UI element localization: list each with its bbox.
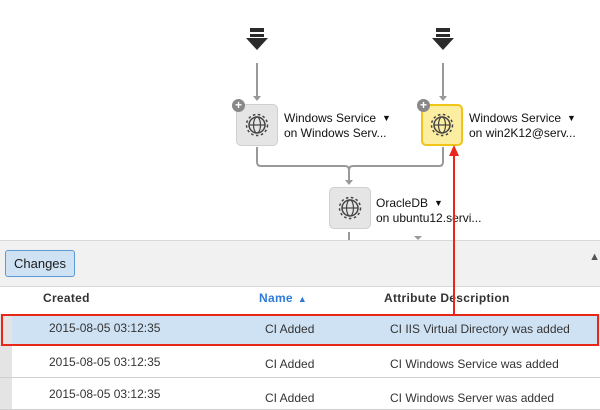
sort-ascending-icon: ▲ — [297, 294, 308, 304]
cell-created: 2015-08-05 03:12:35 — [49, 321, 161, 335]
ci-node-label: OracleDB ▼ on ubuntu12.servi... — [376, 196, 481, 226]
ci-node-title: OracleDB — [376, 196, 429, 210]
dropdown-caret-icon[interactable]: ▼ — [382, 113, 391, 123]
table-row[interactable]: 2015-08-05 03:12:35 CI Added CI Windows … — [0, 346, 600, 378]
column-header-name-label: Name — [259, 291, 293, 305]
dropdown-caret-icon[interactable]: ▼ — [434, 198, 443, 208]
table-header: Created Name ▲ Attribute Description — [0, 287, 600, 311]
dropdown-caret-icon[interactable]: ▼ — [567, 113, 576, 123]
expand-plus-icon[interactable]: + — [417, 99, 430, 112]
cell-name: CI Added — [265, 357, 315, 371]
table-row[interactable]: 2015-08-05 03:12:35 CI Added CI IIS Virt… — [0, 314, 600, 346]
row-gutter — [0, 378, 12, 409]
globe-gear-icon — [430, 113, 454, 137]
topology-canvas — [246, 28, 454, 240]
cell-description: CI Windows Server was added — [390, 391, 555, 405]
ci-node-subtitle: on win2K12@serv... — [469, 126, 576, 140]
ci-node-title: Windows Service — [284, 111, 377, 125]
cell-description: CI Windows Service was added — [390, 357, 559, 371]
ci-node-oracledb[interactable] — [329, 187, 371, 229]
globe-gear-icon — [338, 196, 362, 220]
arrow-down-icon — [432, 28, 454, 50]
ci-node-title: Windows Service — [469, 111, 562, 125]
annotation-highlight-box — [1, 314, 599, 346]
changes-toolbar: Changes ▲ — [0, 241, 600, 287]
column-header-created[interactable]: Created — [43, 291, 90, 305]
globe-gear-icon — [245, 113, 269, 137]
changes-button[interactable]: Changes — [5, 250, 76, 277]
ci-node-label: Windows Service ▼ on win2K12@serv... — [469, 111, 576, 141]
column-header-name[interactable]: Name ▲ — [259, 291, 307, 305]
row-gutter — [0, 346, 12, 377]
connector-lines — [256, 63, 444, 240]
cell-created: 2015-08-05 03:12:35 — [49, 387, 161, 401]
panel-divider[interactable] — [0, 240, 600, 241]
ci-node-windows-service-2[interactable] — [421, 104, 463, 146]
arrow-down-icon — [246, 28, 268, 50]
ci-node-windows-service-1[interactable] — [236, 104, 278, 146]
cell-created: 2015-08-05 03:12:35 — [49, 355, 161, 369]
cell-name: CI Added — [265, 322, 315, 336]
ci-node-label: Windows Service ▼ on Windows Serv... — [284, 111, 391, 141]
cell-description: CI IIS Virtual Directory was added — [390, 322, 570, 336]
row-gutter — [0, 314, 12, 345]
ci-node-subtitle: on Windows Serv... — [284, 126, 387, 140]
collapse-caret-icon[interactable]: ▲ — [589, 251, 600, 263]
expand-plus-icon[interactable]: + — [232, 99, 245, 112]
cell-name: CI Added — [265, 391, 315, 405]
ci-node-subtitle: on ubuntu12.servi... — [376, 211, 482, 225]
column-header-attribute-description[interactable]: Attribute Description — [384, 291, 510, 305]
